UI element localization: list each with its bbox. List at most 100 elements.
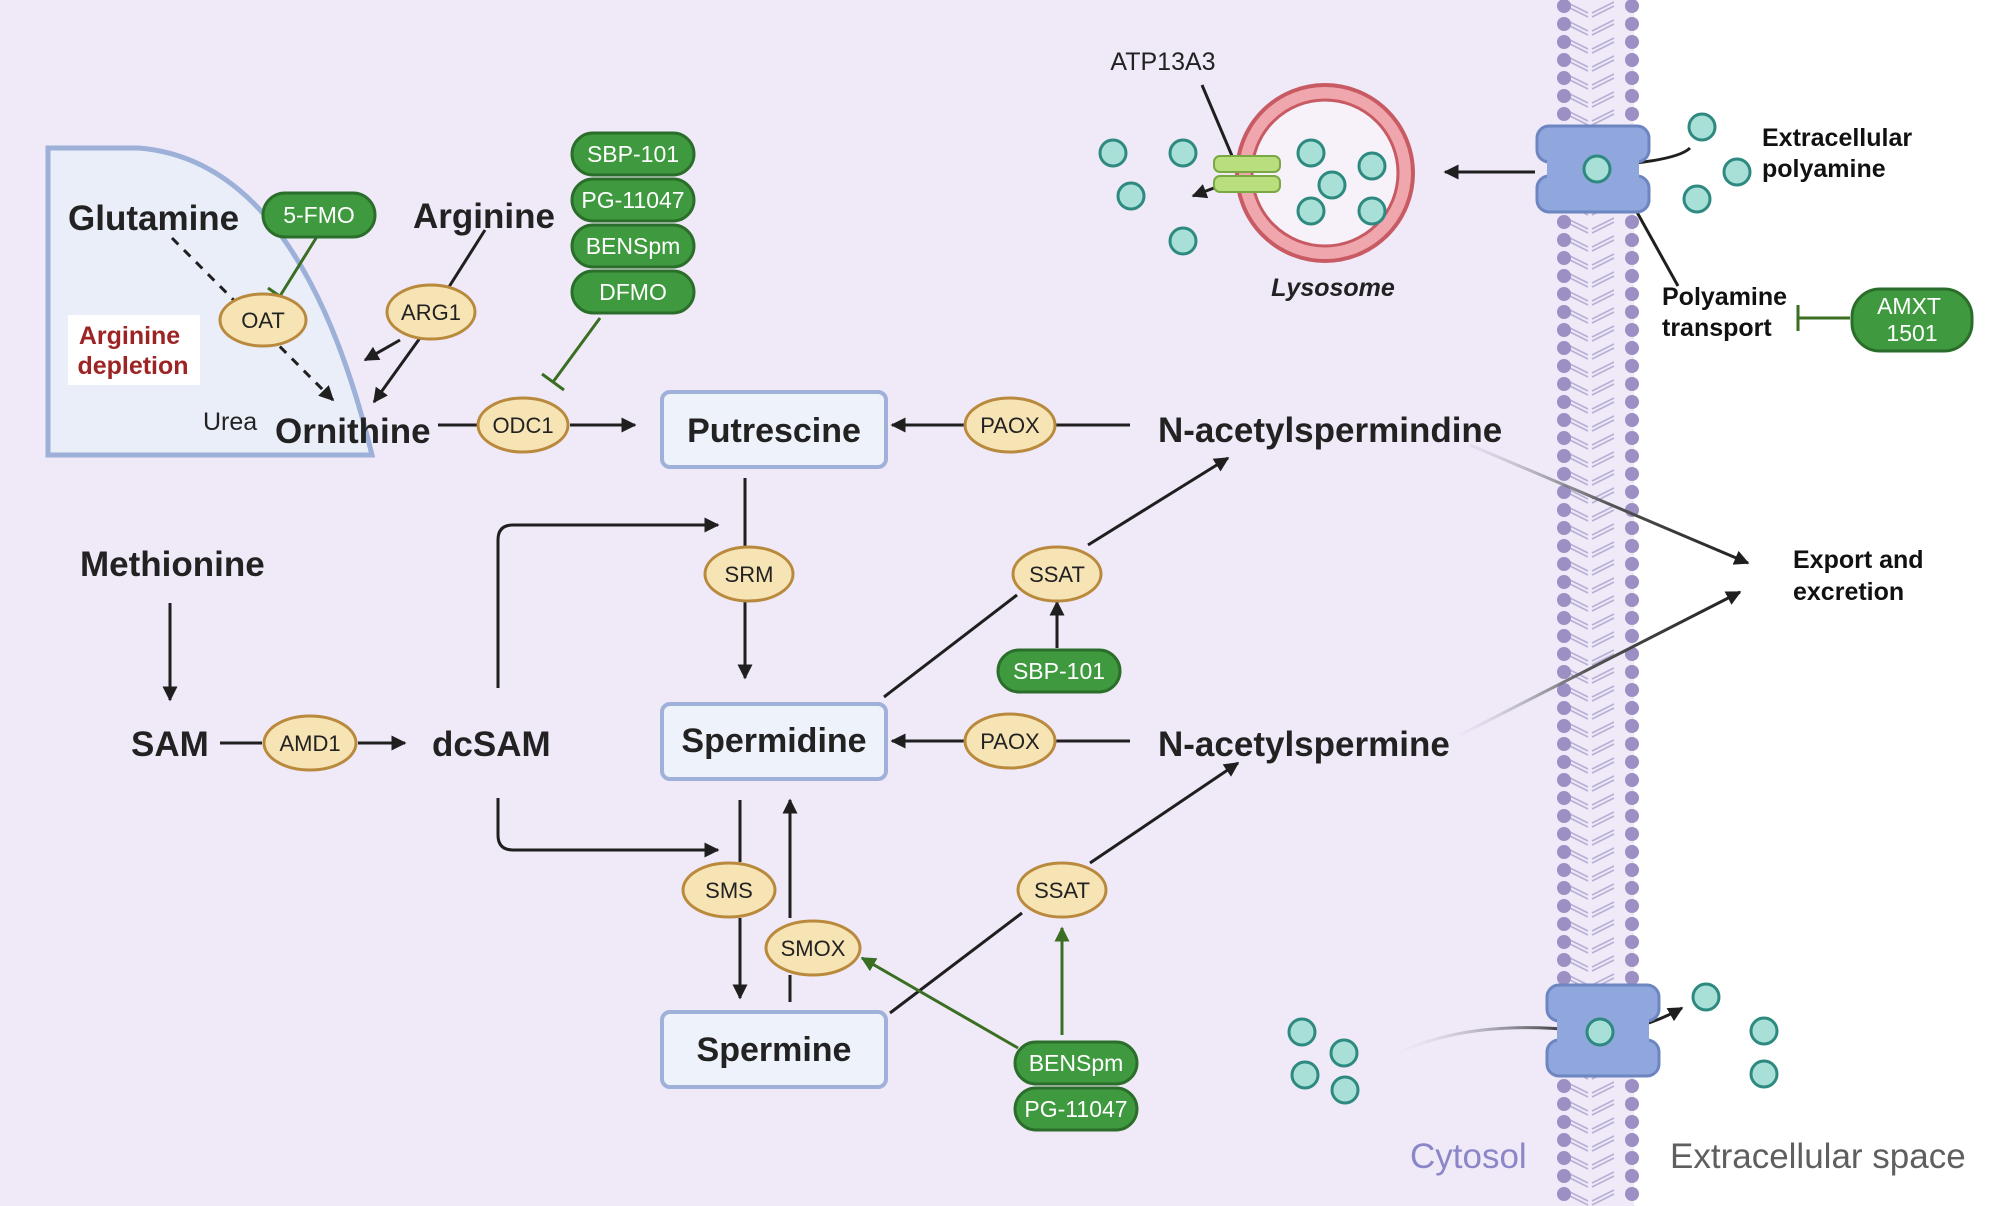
- membrane-lipid-head: [1557, 971, 1571, 985]
- polyamine-dot: [1357, 151, 1387, 181]
- drug-pg-11047-bottom[interactable]: PG-11047: [1013, 1086, 1139, 1132]
- membrane-lipid-head: [1625, 305, 1639, 319]
- polyamine-dot: [1722, 157, 1752, 187]
- enzyme-odc1[interactable]: ODC1: [476, 396, 570, 454]
- membrane-lipid-head: [1625, 17, 1639, 31]
- enzyme-smox[interactable]: SMOX: [764, 919, 862, 977]
- atp13a3-channel[interactable]: [1213, 155, 1281, 193]
- membrane-lipid-head: [1625, 683, 1639, 697]
- membrane-lipid-head: [1557, 485, 1571, 499]
- export-excretion-label: Export and excretion: [1793, 546, 1931, 606]
- spermine-box[interactable]: [660, 1010, 888, 1089]
- polyamine-transporter-top[interactable]: [1535, 124, 1651, 214]
- extracellular-space-label: Extracellular space: [1670, 1137, 1966, 1176]
- membrane-lipid-head: [1557, 449, 1571, 463]
- export-arrows: [1459, 443, 1750, 737]
- enzyme-srm[interactable]: SRM: [703, 545, 795, 603]
- transport-arrows: [1191, 84, 1692, 1054]
- membrane-lipid-head: [1625, 1079, 1639, 1093]
- enzyme-paox-mid-label: PAOX: [980, 729, 1040, 754]
- putrescine-box[interactable]: [660, 390, 888, 469]
- polyamine-dot: [1330, 1075, 1360, 1105]
- enzyme-paox-mid[interactable]: PAOX: [963, 712, 1057, 770]
- spermidine-label: Spermidine: [681, 722, 866, 760]
- membrane-lipid-head: [1557, 575, 1571, 589]
- membrane-lipid-head: [1625, 611, 1639, 625]
- membrane-lipid-head: [1557, 1079, 1571, 1093]
- membrane-lipid-head: [1625, 287, 1639, 301]
- membrane-lipid-head: [1557, 359, 1571, 373]
- membrane-lipid-head: [1557, 323, 1571, 337]
- membrane-lipid-head: [1557, 503, 1571, 517]
- membrane-lipid-head: [1625, 359, 1639, 373]
- enzyme-sms-label: SMS: [705, 878, 753, 903]
- arginine-label: Arginine: [413, 197, 555, 236]
- membrane-lipid-head: [1625, 593, 1639, 607]
- urea-label: Urea: [203, 408, 257, 436]
- drug-sbp-101-ssat[interactable]: SBP-101: [996, 648, 1122, 694]
- benspm-to-smox-arrow: [860, 956, 1019, 1050]
- pathway-arrows: [162, 229, 1240, 1015]
- dfmo-inhibits-odc1-bar: [541, 372, 565, 392]
- membrane-lipid-head: [1557, 341, 1571, 355]
- polyamine-dot: [1296, 138, 1326, 168]
- enzyme-sms[interactable]: SMS: [681, 861, 777, 919]
- membrane-lipid-head: [1557, 917, 1571, 931]
- enzyme-ssat-top[interactable]: SSAT: [1011, 545, 1103, 603]
- enzyme-ssat-top-label: SSAT: [1029, 562, 1085, 587]
- membrane-lipid-head: [1557, 1097, 1571, 1111]
- membrane-lipid-head: [1625, 449, 1639, 463]
- drug-sbp-101-top[interactable]: SBP-101: [570, 131, 696, 177]
- polyamine-dot: [1582, 154, 1612, 184]
- drug-pg-11047-top[interactable]: PG-11047: [570, 177, 696, 223]
- spermidine-box[interactable]: [660, 702, 888, 781]
- drug-5-fmo-label: 5-FMO: [283, 202, 355, 228]
- membrane-lipid-head: [1557, 251, 1571, 265]
- enzyme-ssat-bottom-label: SSAT: [1034, 878, 1090, 903]
- membrane-lipid-head: [1625, 215, 1639, 229]
- drug-dfmo[interactable]: DFMO: [570, 269, 696, 315]
- polyamine-dot: [1691, 982, 1721, 1012]
- membrane-lipid-head: [1557, 683, 1571, 697]
- membrane-lipid-head: [1625, 737, 1639, 751]
- polyamine-dot: [1687, 112, 1717, 142]
- cytosol-label: Cytosol: [1410, 1137, 1527, 1176]
- dcsam-label: dcSAM: [432, 725, 551, 764]
- drug-benspm-top[interactable]: BENSpm: [570, 223, 696, 269]
- enzyme-ssat-bottom[interactable]: SSAT: [1016, 861, 1108, 919]
- membrane-lipid-head: [1625, 377, 1639, 391]
- drug-effects: [267, 234, 1850, 1050]
- ssat-nacspm-arrow: [1089, 761, 1240, 865]
- enzyme-oat[interactable]: OAT: [218, 292, 308, 348]
- drug-benspm-bottom-label: BENSpm: [1029, 1050, 1124, 1076]
- enzyme-amd1[interactable]: AMD1: [262, 714, 358, 772]
- nacspd-export-arrow: [1469, 443, 1750, 565]
- spermine-ssat-line: [889, 911, 1023, 1015]
- drug-5-fmo[interactable]: 5-FMO: [261, 191, 377, 239]
- membrane-lipid-head: [1557, 773, 1571, 787]
- polyamine-dot: [1116, 181, 1146, 211]
- polyamine-dot: [1290, 1060, 1320, 1090]
- polyamine-dot: [1585, 1017, 1615, 1047]
- drug-benspm-bottom[interactable]: BENSpm: [1013, 1040, 1139, 1086]
- membrane-lipid-head: [1625, 881, 1639, 895]
- membrane-lipid-head: [1625, 755, 1639, 769]
- enzyme-paox-top[interactable]: PAOX: [963, 396, 1057, 454]
- spermidine-ssat-line: [883, 593, 1018, 699]
- membrane-lipid-head: [1625, 791, 1639, 805]
- atp13a3-label: ATP13A3: [1110, 48, 1215, 76]
- membrane-lipid-head: [1557, 71, 1571, 85]
- membrane-lipid-head: [1557, 215, 1571, 229]
- polyamine-dot: [1296, 196, 1326, 226]
- drug-amxt-1501[interactable]: AMXT 1501: [1850, 287, 1974, 353]
- membrane-lipid-head: [1625, 521, 1639, 535]
- drug-pg-11047-bottom-label: PG-11047: [1024, 1096, 1127, 1122]
- enzyme-arg1[interactable]: ARG1: [385, 283, 477, 341]
- membrane-lipid-head: [1557, 89, 1571, 103]
- polyamine-dot: [1098, 138, 1128, 168]
- membrane-lipid-head: [1625, 1097, 1639, 1111]
- membrane-lipid-head: [1625, 773, 1639, 787]
- polyamine-dot: [1168, 138, 1198, 168]
- membrane-lipid-head: [1557, 557, 1571, 571]
